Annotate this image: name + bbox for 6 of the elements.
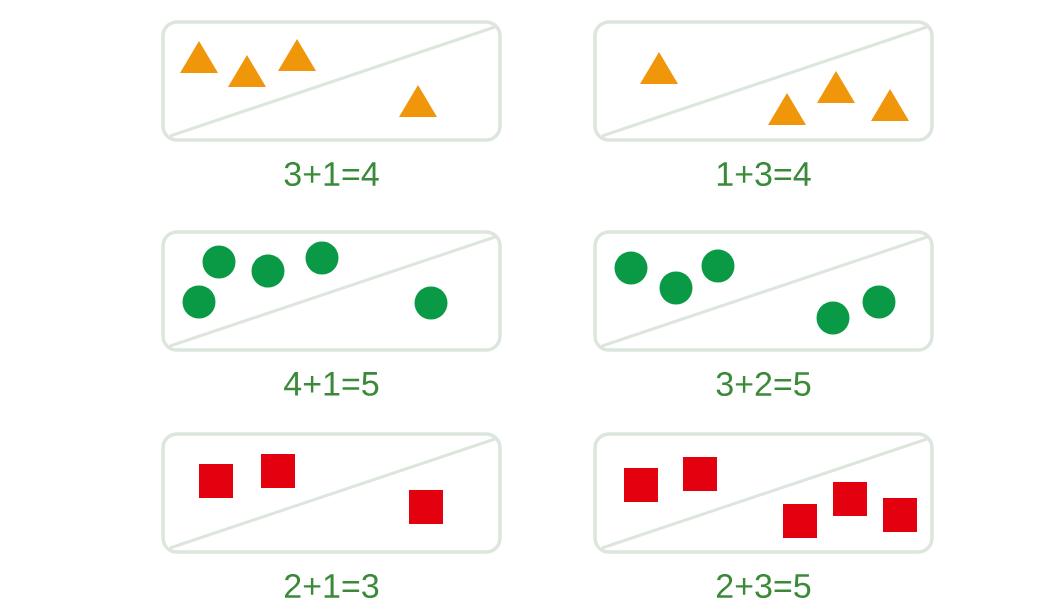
equation: 3+2=5 [716, 371, 811, 397]
equation: 1+3=4 [717, 161, 811, 187]
equation: 3+1=4 [284, 161, 379, 187]
equation: 2+3=5 [717, 573, 811, 599]
equation: 2+1=3 [285, 573, 379, 599]
equation: 4+1=5 [284, 372, 379, 396]
